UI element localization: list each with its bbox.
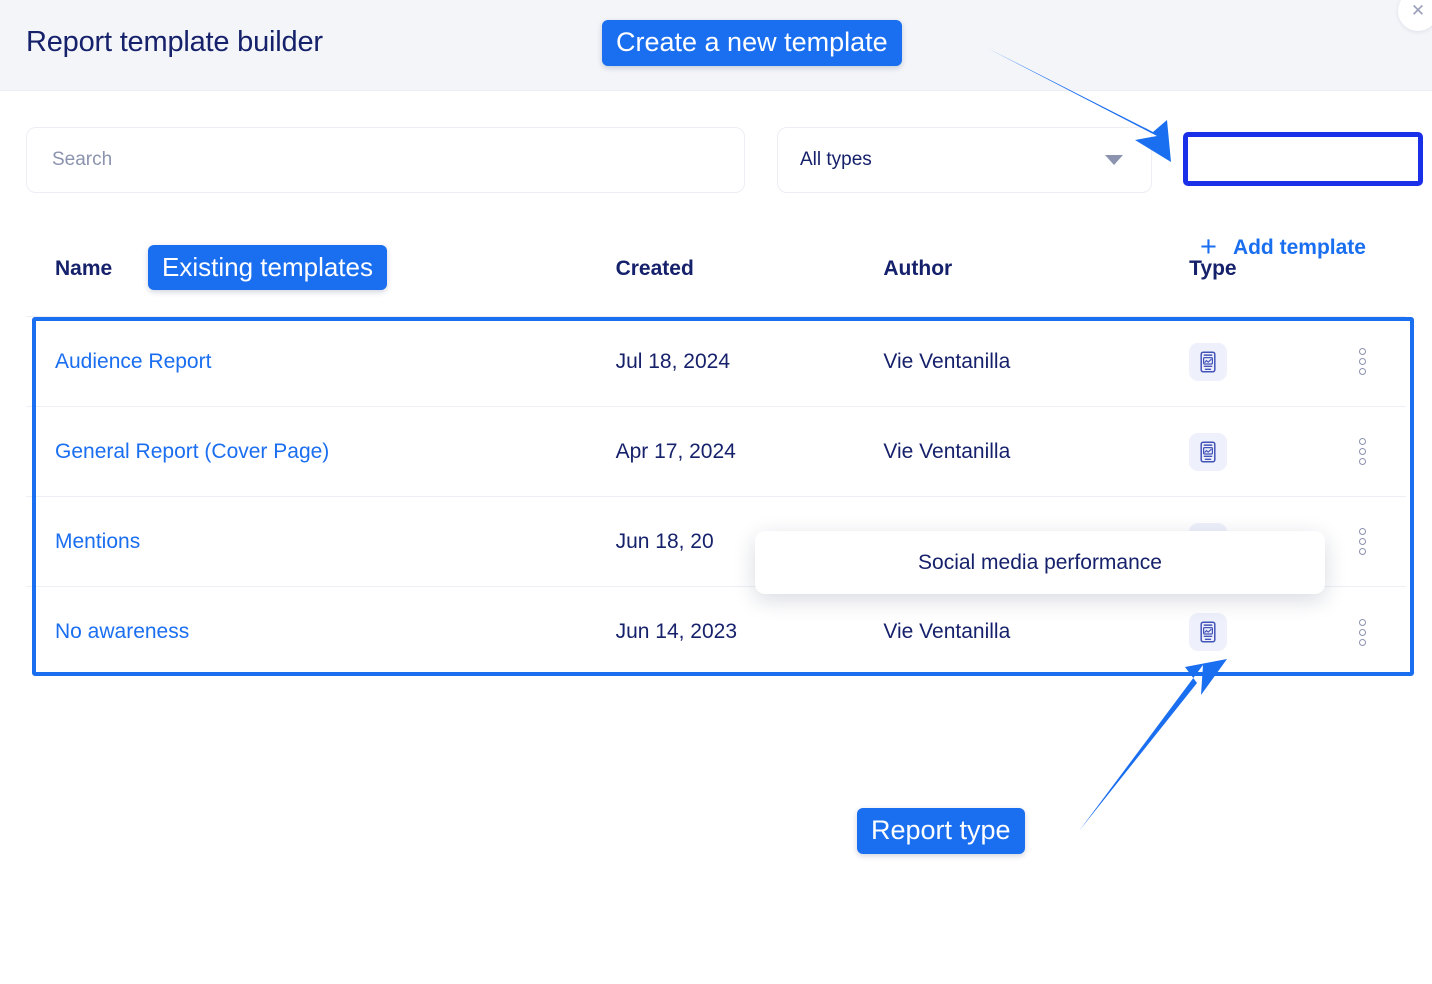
template-created-date: Apr 17, 2024	[615, 439, 736, 463]
kebab-menu-icon[interactable]	[1359, 528, 1367, 555]
annotation-existing-templates: Existing templates	[148, 245, 387, 290]
template-author: Vie Ventanilla	[883, 349, 1011, 373]
page-header: Report template builder ✕	[0, 0, 1432, 91]
template-type-cell	[1189, 342, 1319, 381]
row-actions-cell	[1319, 438, 1406, 465]
plus-icon: +	[1200, 231, 1217, 263]
row-actions-cell	[1319, 528, 1406, 555]
table-header-row: Name Created Author Type	[26, 221, 1406, 317]
template-author: Vie Ventanilla	[883, 620, 1011, 643]
annotation-arrow-to-report-type	[1079, 659, 1227, 831]
annotation-arrow-to-add-template	[987, 48, 1171, 162]
row-actions-cell	[1319, 348, 1406, 375]
type-tooltip: Social media performance	[755, 531, 1325, 594]
template-created-date: Jul 18, 2024	[615, 349, 731, 373]
type-filter-value: All types	[800, 149, 872, 170]
annotation-create-new-template: Create a new template	[602, 20, 902, 66]
row-actions-cell	[1319, 618, 1406, 646]
table-body: Audience Report Jul 18, 2024 Vie Ventani…	[26, 317, 1406, 677]
column-header-type[interactable]: Type	[1189, 256, 1237, 280]
add-template-label: Add template	[1232, 235, 1366, 259]
table-row[interactable]: General Report (Cover Page) Apr 17, 2024…	[26, 407, 1406, 497]
kebab-menu-icon[interactable]	[1359, 618, 1367, 646]
template-created-date: Jun 18, 20	[615, 529, 714, 553]
template-type-cell	[1189, 613, 1319, 651]
annotation-report-type: Report type	[857, 808, 1025, 854]
mobile-report-icon[interactable]	[1189, 342, 1228, 381]
template-name-link[interactable]: Mentions	[55, 529, 141, 553]
template-author: Vie Ventanilla	[883, 439, 1011, 463]
kebab-menu-icon[interactable]	[1359, 438, 1367, 465]
template-name-link[interactable]: No awareness	[55, 620, 190, 643]
kebab-menu-icon[interactable]	[1359, 348, 1367, 375]
templates-table: Name Created Author Type Audience Report…	[26, 221, 1406, 677]
template-name-link[interactable]: General Report (Cover Page)	[55, 439, 330, 463]
template-type-cell	[1189, 432, 1319, 471]
template-created-date: Jun 14, 2023	[615, 620, 738, 643]
search-field[interactable]	[26, 127, 745, 193]
close-icon[interactable]: ✕	[1398, 0, 1432, 31]
column-header-author[interactable]: Author	[883, 256, 953, 280]
chevron-down-icon	[1105, 155, 1123, 165]
column-header-created[interactable]: Created	[615, 256, 694, 280]
add-template-button[interactable]: + Add template	[1188, 227, 1378, 268]
search-input[interactable]	[52, 149, 719, 171]
mobile-report-icon[interactable]	[1189, 432, 1228, 471]
page-title: Report template builder	[26, 26, 323, 58]
toolbar: All types + Add template	[0, 91, 1432, 268]
mobile-report-icon[interactable]	[1189, 613, 1228, 651]
table-row[interactable]: No awareness Jun 14, 2023 Vie Ventanilla	[26, 587, 1406, 677]
template-name-link[interactable]: Audience Report	[55, 349, 212, 373]
table-row[interactable]: Audience Report Jul 18, 2024 Vie Ventani…	[26, 317, 1406, 407]
column-header-name[interactable]: Name	[55, 256, 113, 280]
type-filter-select[interactable]: All types	[777, 127, 1152, 193]
